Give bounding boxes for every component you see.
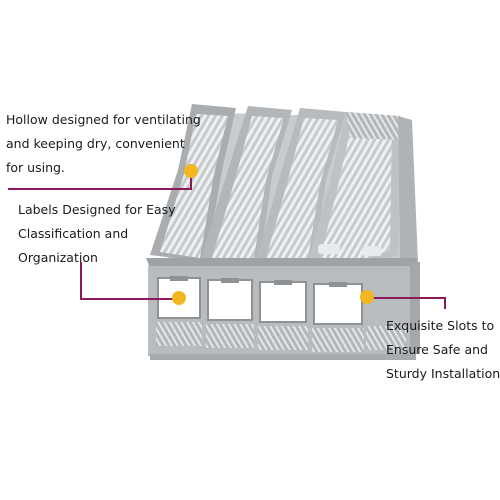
callout-line: Hollow designed for ventilating [6,112,201,127]
marker-hollow-dot [184,164,198,178]
callout-line: for using. [6,160,65,175]
callout-line: Exquisite Slots to [386,318,495,333]
callout-line: Classification and [18,226,129,241]
organizer-front-base [146,258,420,360]
marker-labels-dot [172,291,186,305]
callout-line: Labels Designed for Easy [18,202,176,217]
callout-slots-text: Exquisite Slots to Ensure Safe and Sturd… [386,314,500,386]
connector-hollow-horizontal [8,188,190,190]
callout-line: Organization [18,250,98,265]
connector-slots-vertical [444,297,446,309]
callout-hollow-text: Hollow designed for ventilating and keep… [6,108,201,180]
callout-line: Sturdy Installation [386,366,500,381]
connector-slots-horizontal [370,297,446,299]
callout-labels-text: Labels Designed for Easy Classification … [18,198,176,270]
organizer-dividers [150,104,418,262]
connector-hollow-vertical [190,168,192,190]
callout-line: Ensure Safe and [386,342,488,357]
callout-line: and keeping dry, convenient [6,136,185,151]
marker-slots-dot [360,290,374,304]
connector-labels-vertical [80,262,82,300]
connector-labels-horizontal [80,298,178,300]
